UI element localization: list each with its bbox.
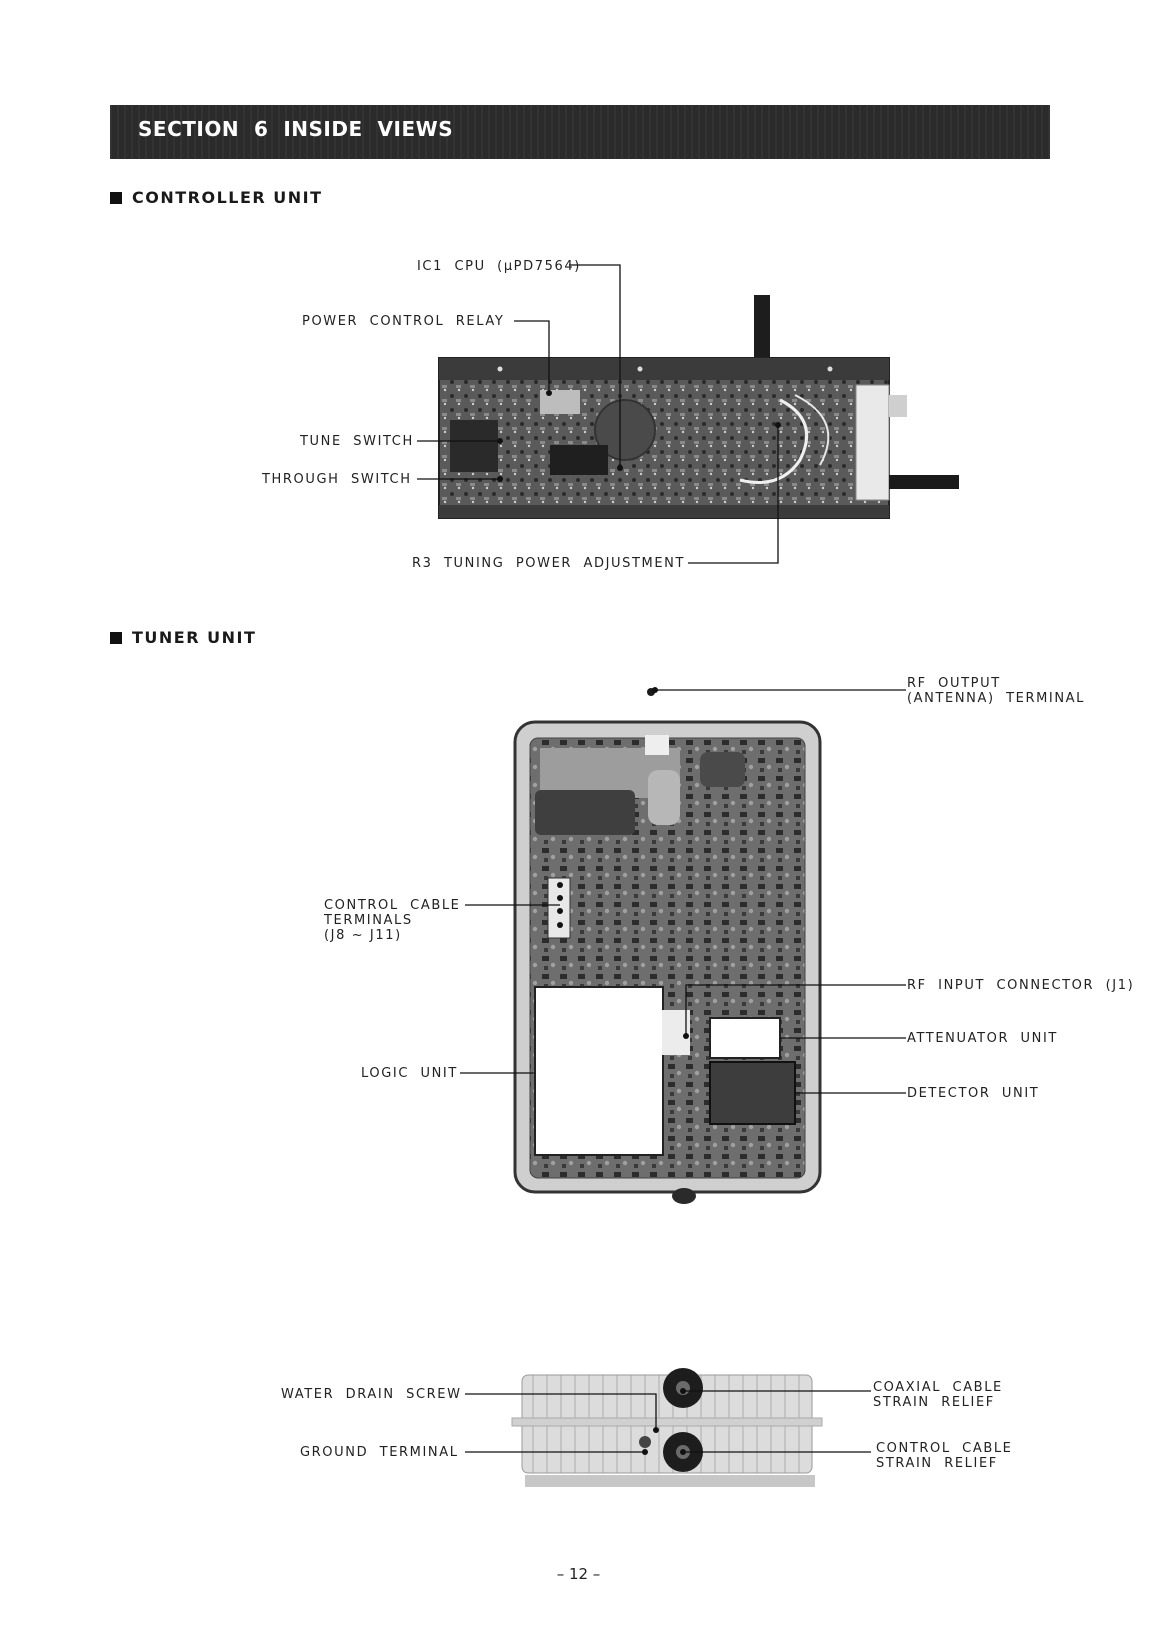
tuner-leader-dots bbox=[557, 687, 689, 1039]
label-rf-input-connector: RF INPUT CONNECTOR (J1) bbox=[907, 978, 1135, 993]
bottom-view-photo bbox=[511, 1368, 823, 1487]
square-bullet-icon bbox=[110, 631, 122, 644]
label-r3-tuning-power-adjustment: R3 TUNING POWER ADJUSTMENT bbox=[412, 556, 686, 571]
controller-unit-heading-text: CONTROLLER UNIT bbox=[132, 188, 323, 207]
label-rf-output-terminal: RF OUTPUT (ANTENNA) TERMINAL bbox=[907, 676, 1086, 706]
tuner-unit-heading-text: TUNER UNIT bbox=[132, 628, 257, 647]
label-water-drain-screw: WATER DRAIN SCREW bbox=[281, 1387, 462, 1402]
bottom-leader-dots bbox=[642, 1388, 686, 1455]
label-through-switch: THROUGH SWITCH bbox=[262, 472, 412, 487]
section-title: SECTION 6 INSIDE VIEWS bbox=[138, 117, 454, 141]
bottom-leader-lines bbox=[465, 1390, 871, 1453]
label-control-cable-terminals: CONTROL CABLE TERMINALS (J8 ~ J11) bbox=[324, 898, 461, 943]
square-bullet-icon bbox=[110, 191, 122, 204]
controller-unit-photo bbox=[438, 295, 959, 519]
label-ground-terminal: GROUND TERMINAL bbox=[300, 1445, 459, 1460]
section-header-bar: SECTION 6 INSIDE VIEWS bbox=[110, 105, 1050, 159]
label-tune-switch: TUNE SWITCH bbox=[300, 434, 414, 449]
tuner-unit-photo bbox=[513, 688, 822, 1204]
label-detector-unit: DETECTOR UNIT bbox=[907, 1086, 1040, 1101]
label-attenuator-unit: ATTENUATOR UNIT bbox=[907, 1031, 1058, 1046]
controller-leader-dots bbox=[497, 390, 781, 482]
label-coaxial-cable-strain-relief: COAXIAL CABLE STRAIN RELIEF bbox=[873, 1380, 1003, 1410]
tuner-unit-heading: TUNER UNIT bbox=[110, 628, 256, 647]
controller-leader-lines bbox=[417, 264, 779, 564]
tuner-leader-lines bbox=[460, 689, 906, 1094]
label-control-cable-strain-relief: CONTROL CABLE STRAIN RELIEF bbox=[876, 1441, 1013, 1471]
label-power-control-relay: POWER CONTROL RELAY bbox=[302, 314, 505, 329]
label-ic1-cpu: IC1 CPU (μPD7564) bbox=[417, 259, 581, 274]
label-logic-unit: LOGIC UNIT bbox=[361, 1066, 458, 1081]
page-number: – 12 – bbox=[556, 1565, 601, 1583]
controller-unit-heading: CONTROLLER UNIT bbox=[110, 188, 323, 207]
